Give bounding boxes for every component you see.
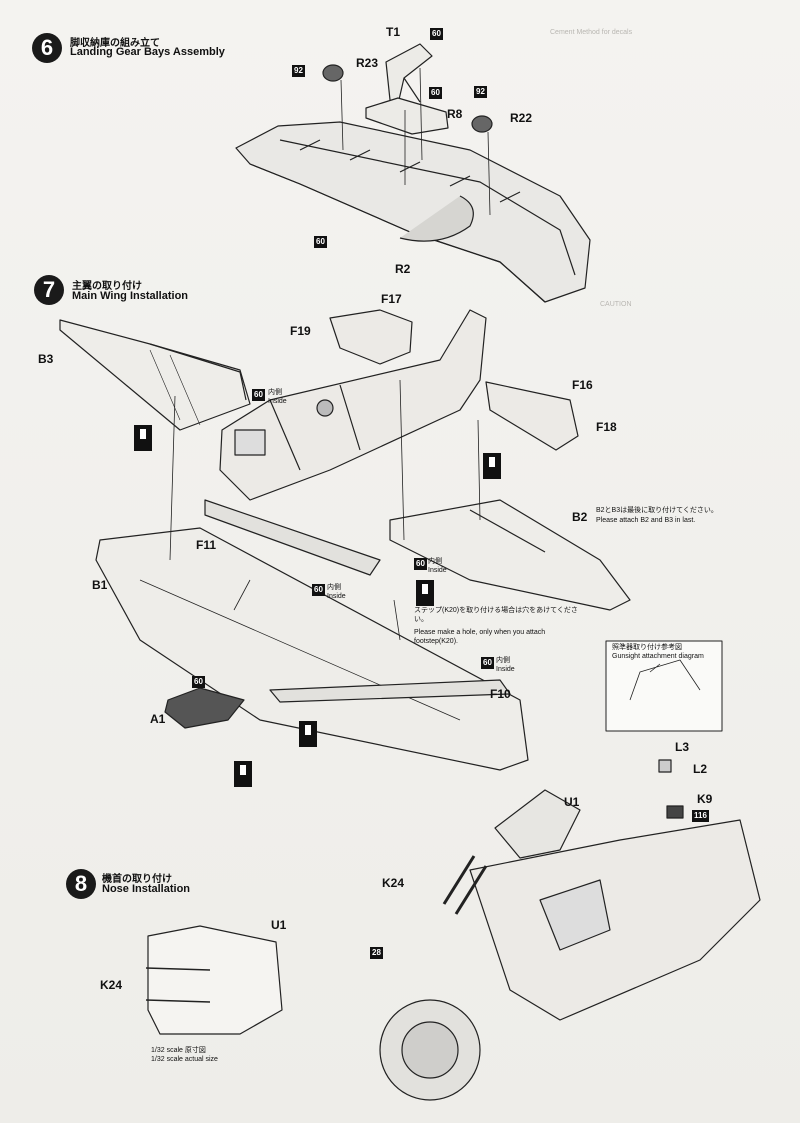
code-60: 60 xyxy=(314,236,327,248)
part-label-u1: U1 xyxy=(564,795,580,809)
attach-last-note-jp: B2とB3は最後に取り付けてください。 xyxy=(596,507,718,514)
drill-icon xyxy=(416,580,434,606)
part-label-f18: F18 xyxy=(596,420,617,434)
part-t1 xyxy=(385,43,433,105)
inside-note-en: Inside xyxy=(428,567,447,574)
step-7-title-jp: 主翼の取り付け xyxy=(72,281,142,292)
part-label-l3: L3 xyxy=(675,740,690,754)
code-28: 28 xyxy=(370,947,383,959)
part-label-a1: A1 xyxy=(150,712,166,726)
inside-note-jp: 内側 xyxy=(268,389,282,396)
part-label-t1: T1 xyxy=(386,25,401,39)
drill-icon xyxy=(134,425,152,451)
drill-icon xyxy=(234,761,252,787)
step-8-title-jp: 機首の取り付け xyxy=(102,874,172,885)
drill-icon xyxy=(299,721,317,747)
part-label-b3: B3 xyxy=(38,352,54,366)
code-60: 60 xyxy=(430,28,443,40)
inside-note-jp: 内側 xyxy=(428,558,442,565)
drill-icon xyxy=(483,453,501,479)
part-label-r23: R23 xyxy=(356,56,379,70)
part-label-k24: K24 xyxy=(382,876,405,890)
code-60: 60 xyxy=(481,657,494,669)
step-8-number: 8 xyxy=(66,869,96,899)
footstep-note-jp: ステップ(K20)を取り付ける場合は穴をあけてください。 xyxy=(414,607,578,623)
part-label-f16: F16 xyxy=(572,378,593,392)
part-label-r2: R2 xyxy=(395,262,411,276)
part-label-k24: K24 xyxy=(100,978,123,992)
part-label-l2: L2 xyxy=(693,762,708,776)
code-116: 116 xyxy=(692,810,709,822)
attach-last-note-en: Please attach B2 and B3 in last. xyxy=(596,517,696,524)
step-6-title-jp: 脚収納庫の組み立て xyxy=(70,38,160,49)
part-label-f17: F17 xyxy=(381,292,402,306)
part-label-f19: F19 xyxy=(290,324,311,338)
scale-note-en: 1/32 scale actual size xyxy=(151,1056,218,1063)
wing-b2 xyxy=(389,499,631,611)
code-92: 92 xyxy=(474,86,487,98)
gunsight-diagram-box xyxy=(605,640,723,732)
step-6-title-en: Landing Gear Bays Assembly xyxy=(70,46,225,58)
code-60: 60 xyxy=(252,389,265,401)
code-60: 60 xyxy=(429,87,442,99)
gear-bay-r2 xyxy=(235,121,591,303)
part-label-u1: U1 xyxy=(271,918,287,932)
code-92: 92 xyxy=(292,65,305,77)
wing-b3 xyxy=(59,319,251,431)
inside-note-en: Inside xyxy=(327,593,346,600)
inside-note-en: Inside xyxy=(268,398,287,405)
step-7-number: 7 xyxy=(34,275,64,305)
part-label-b2: B2 xyxy=(572,510,588,524)
gunsight-note-en: Gunsight attachment diagram xyxy=(612,653,704,660)
step-6-number: 6 xyxy=(32,33,62,63)
fuselage xyxy=(219,309,487,501)
fuselage-nose xyxy=(379,819,761,1101)
part-label-r8: R8 xyxy=(447,107,463,121)
inside-note-jp: 内側 xyxy=(496,657,510,664)
scale-note-jp: 1/32 scale 原寸図 xyxy=(151,1047,206,1054)
inside-note-jp: 内側 xyxy=(327,584,341,591)
part-label-f10: F10 xyxy=(490,687,511,701)
code-60: 60 xyxy=(192,676,205,688)
part-r8 xyxy=(365,97,449,135)
step-7-title-en: Main Wing Installation xyxy=(72,290,189,302)
part-label-r22: R22 xyxy=(510,111,533,125)
code-60: 60 xyxy=(414,558,427,570)
footstep-note-en: Please make a hole, only when you attach… xyxy=(414,629,546,645)
code-60: 60 xyxy=(312,584,325,596)
part-label-b1: B1 xyxy=(92,578,108,592)
part-label-f11: F11 xyxy=(196,538,217,552)
step-8-title-en: Nose Installation xyxy=(102,883,191,895)
inside-note-en: Inside xyxy=(496,666,515,673)
gunsight-note-jp: 照準器取り付け参考図 xyxy=(612,644,682,651)
part-label-k9: K9 xyxy=(697,792,713,806)
